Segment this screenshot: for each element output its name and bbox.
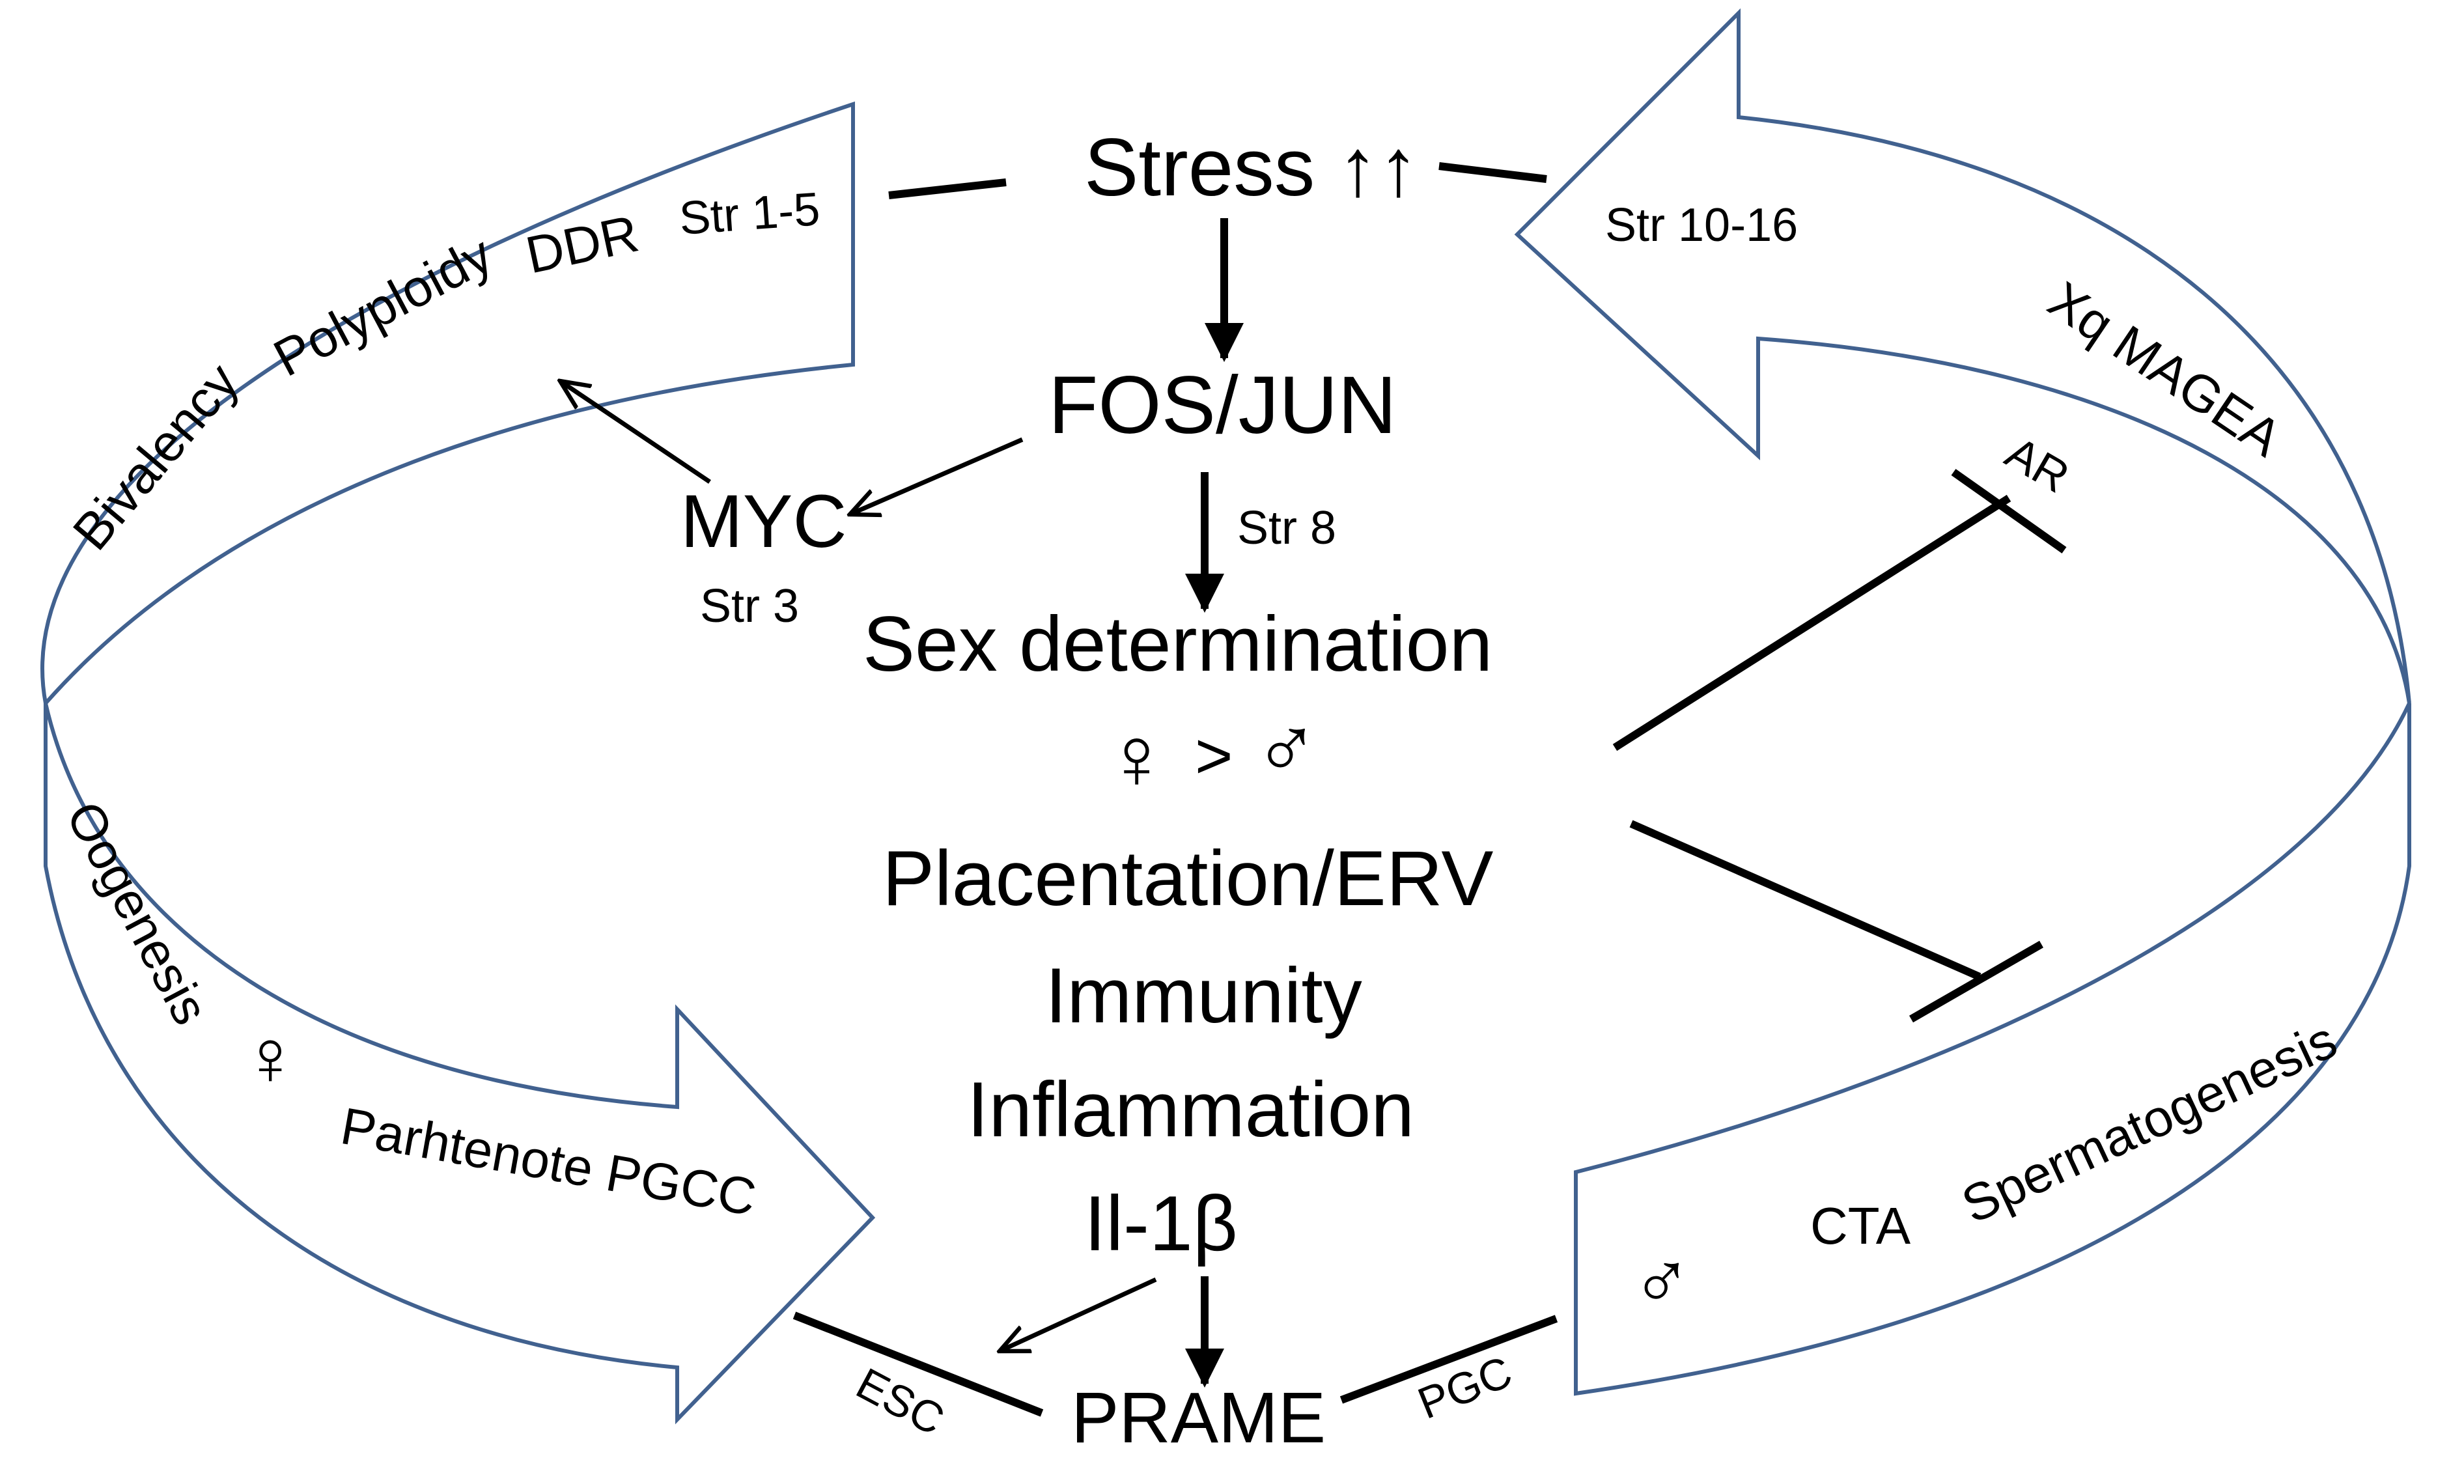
fos-jun-label: FOS/JUN [1048,360,1397,451]
sex-determination-label: Sex determination [863,600,1492,688]
inhibit-ar-line [1612,494,2011,751]
myc-label: MYC [680,480,847,563]
bottom-left-band [44,703,876,1425]
inhibit-lower-line [1629,820,1981,981]
arrow-myc-band [560,381,711,484]
arrow-fos-myc [850,437,1024,514]
stress-label: Stress ↑↑ [1084,122,1419,213]
arrow-il1b-esc [1000,1277,1157,1351]
stress-right-bar [1438,162,1547,183]
band-male-symbol: ♂ [1631,1236,1692,1326]
female-symbol: ♀ [1104,708,1169,807]
inhibit-lower-cap [1909,940,2043,1023]
placentation-label: Placentation/ERV [882,835,1493,922]
band-female-symbol: ♀ [241,1014,300,1101]
ar-label: AR [1998,427,2078,502]
stress-left-bar [888,178,1007,199]
str8-label: Str 8 [1237,502,1336,554]
str-1-5-label: Str 1-5 [678,183,822,245]
il1b-label: Il-1β [1084,1180,1238,1267]
bottom-right-band [1574,702,2411,1396]
esc-bar [792,1311,1044,1417]
top-right-band [1514,8,2411,704]
myc-str-label: Str 3 [700,580,799,632]
immunity-label: Immunity [1045,952,1362,1039]
pgc-label: PGC [1411,1347,1519,1429]
str-10-16-label: Str 10-16 [1605,199,1798,251]
male-symbol: ♂ [1253,699,1319,797]
inhibit-ar-cap [1951,469,2067,553]
gt-symbol: > [1195,720,1233,792]
top-left-band [40,101,855,708]
prame-label: PRAME [1071,1378,1326,1458]
cta-label: CTA [1810,1197,1911,1255]
pgc-bar [1339,1315,1558,1404]
inflammation-label: Inflammation [967,1066,1414,1153]
